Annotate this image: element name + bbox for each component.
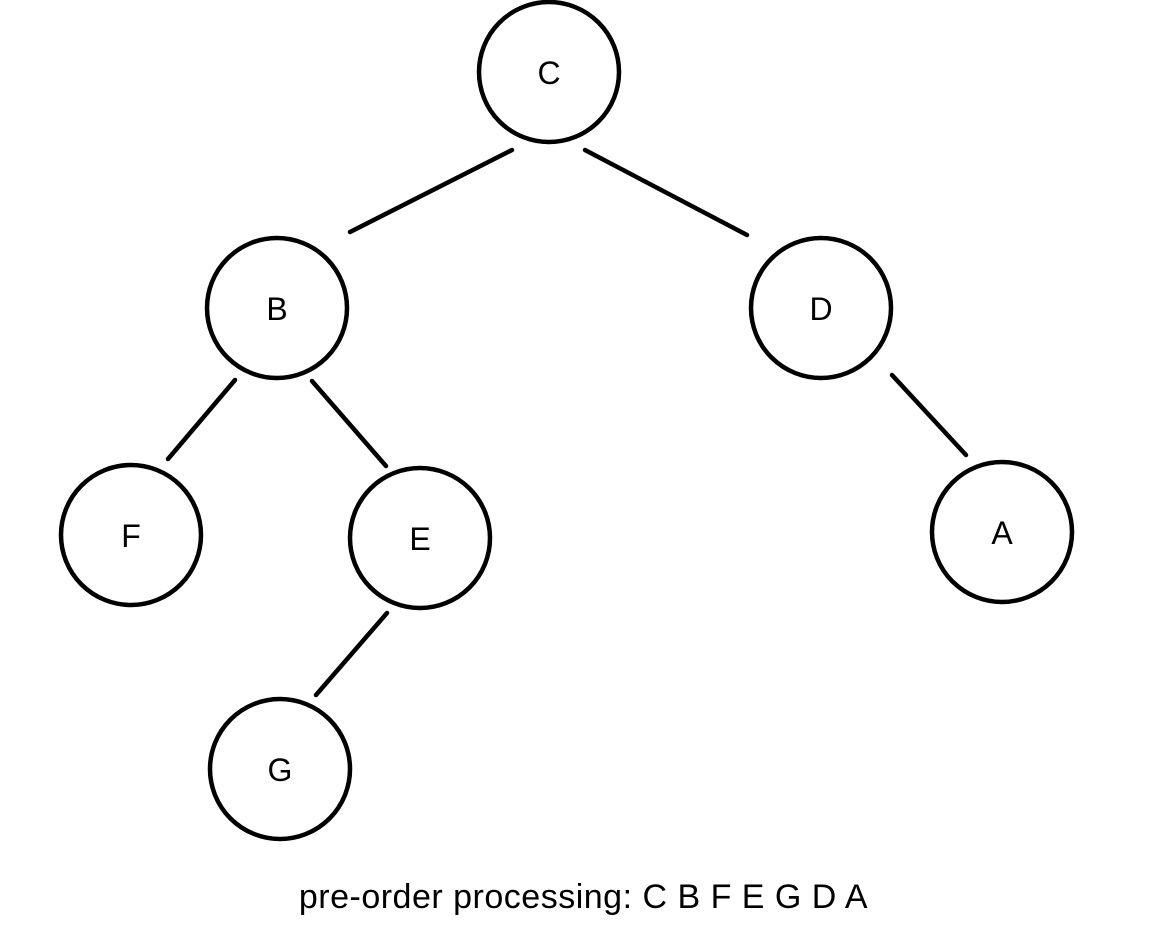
edge-b-e (309, 378, 389, 469)
node-g-circle (207, 696, 353, 842)
node-a-label: A (991, 515, 1013, 551)
node-g-label: G (268, 752, 293, 788)
edge-e-g (313, 610, 390, 698)
node-b-label: B (266, 291, 287, 327)
node-d-label: D (809, 291, 832, 327)
node-a-circle (929, 459, 1075, 605)
edge-c-d (582, 147, 750, 238)
edge-layer (165, 147, 969, 698)
node-d: D (748, 235, 894, 381)
node-b: B (204, 235, 350, 381)
node-c-label: C (537, 55, 560, 91)
node-f-circle (58, 462, 204, 608)
node-e-label: E (409, 521, 430, 557)
node-f: F (58, 462, 204, 608)
node-e: E (347, 465, 493, 611)
node-c: C (476, 0, 622, 145)
node-g: G (207, 696, 353, 842)
edge-d-a (889, 372, 969, 458)
node-e-circle (347, 465, 493, 611)
node-f-label: F (121, 518, 141, 554)
node-b-circle (204, 235, 350, 381)
node-d-circle (748, 235, 894, 381)
node-a: A (929, 459, 1075, 605)
edge-c-b (347, 147, 515, 235)
traversal-caption: pre-order processing: C B F E G D A (298, 878, 869, 916)
edge-b-f (165, 377, 238, 462)
node-c-circle (476, 0, 622, 145)
